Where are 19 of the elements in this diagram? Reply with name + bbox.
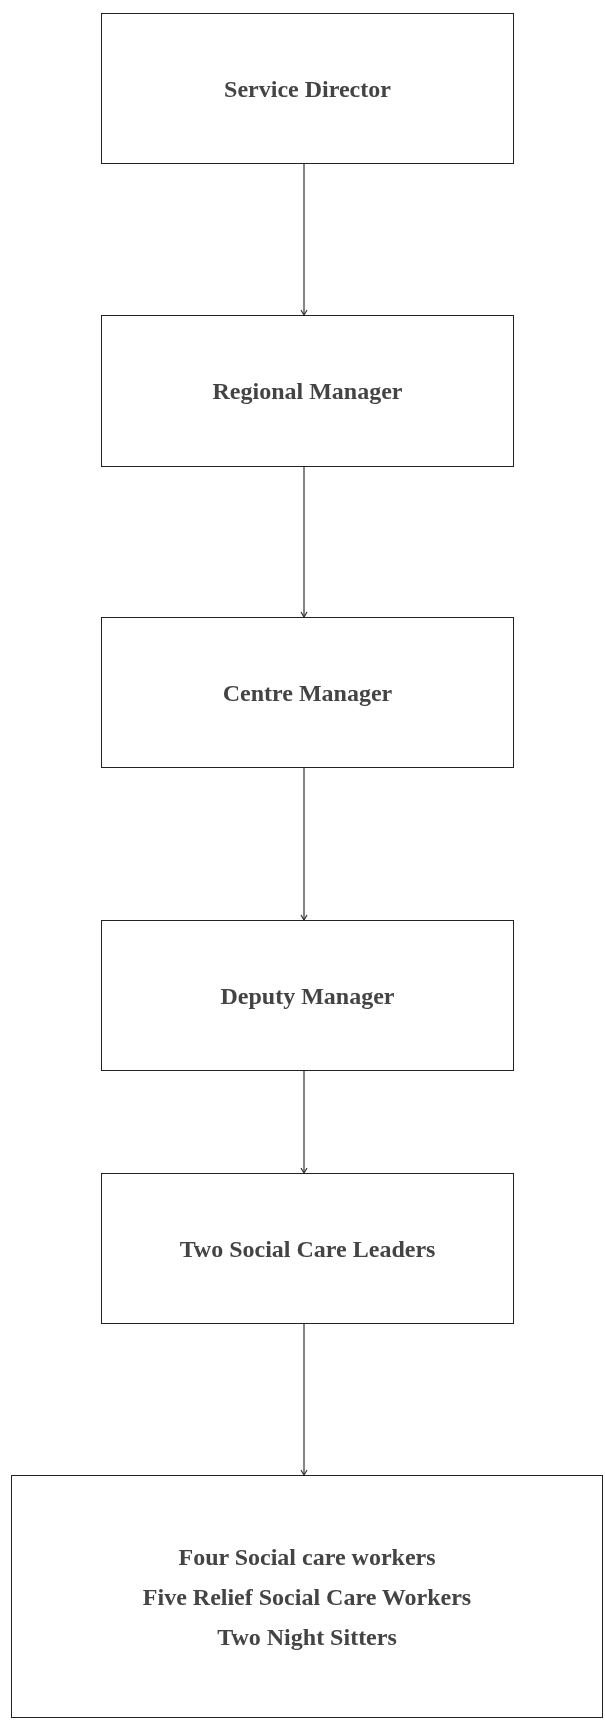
arrow xyxy=(300,163,308,316)
arrow xyxy=(300,767,308,921)
arrow xyxy=(300,466,308,618)
role-title: Deputy Manager xyxy=(220,981,395,1011)
org-box xyxy=(101,315,514,467)
arrow xyxy=(300,1070,308,1174)
role-title: Centre Manager xyxy=(222,678,393,708)
role-title: Four Social care workers xyxy=(178,1542,436,1572)
org-box xyxy=(11,1475,603,1718)
org-box xyxy=(101,617,514,768)
role-title: Two Social Care Leaders xyxy=(179,1234,436,1264)
org-box xyxy=(101,13,514,164)
org-box xyxy=(101,920,514,1071)
org-box xyxy=(101,1173,514,1324)
arrow xyxy=(300,1323,308,1476)
role-title: Service Director xyxy=(224,74,391,104)
role-title: Two Night Sitters xyxy=(217,1622,397,1652)
role-title: Five Relief Social Care Workers xyxy=(142,1582,472,1612)
role-title: Regional Manager xyxy=(212,377,403,406)
